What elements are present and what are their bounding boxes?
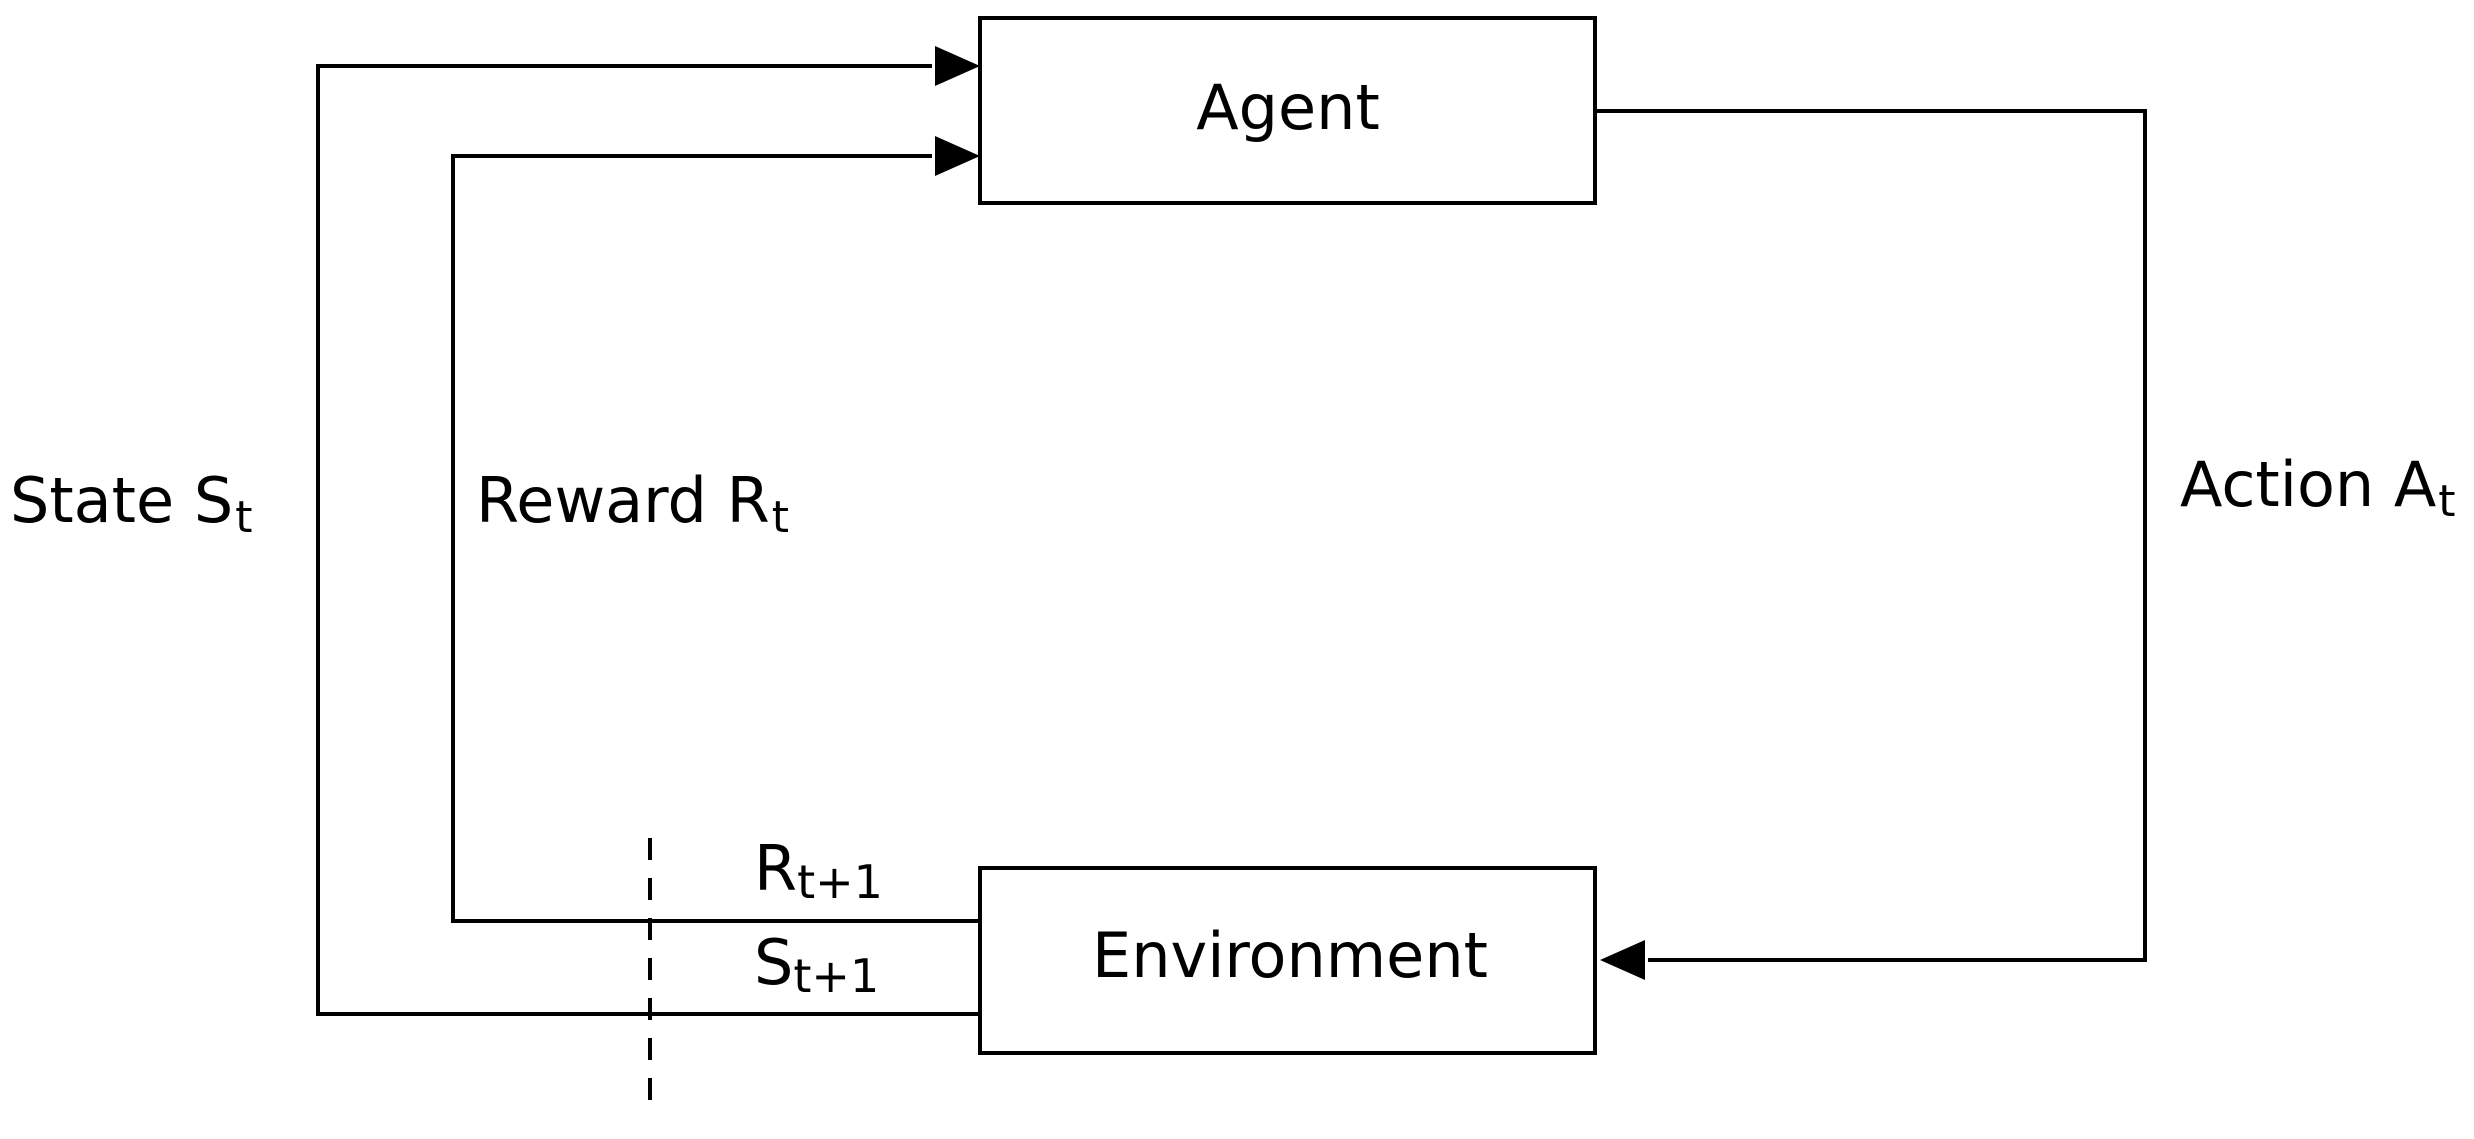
state-arrowhead — [935, 46, 980, 86]
action-label: Action At — [2180, 448, 2456, 527]
reward-label-main: Reward R — [476, 464, 770, 537]
agent-label: Agent — [1196, 71, 1380, 144]
reward-label: Reward Rt — [476, 464, 789, 543]
next-reward-label: Rt+1 — [754, 832, 883, 909]
state-label: State St — [10, 464, 252, 543]
action-label-subscript: t — [2438, 476, 2455, 527]
reward-label-subscript: t — [772, 492, 789, 543]
environment-label: Environment — [1092, 919, 1488, 992]
state-label-main: State S — [10, 464, 233, 537]
next-state-subscript: t+1 — [793, 949, 879, 1003]
reward-arrowhead — [935, 136, 980, 176]
action-arrowhead — [1600, 940, 1645, 980]
environment-box — [978, 866, 1597, 1055]
agent-box — [978, 16, 1597, 205]
next-state-main: S — [754, 926, 793, 999]
reward-connector — [451, 154, 980, 923]
next-state-label: St+1 — [754, 926, 879, 1003]
state-label-subscript: t — [235, 492, 252, 543]
action-connector — [1595, 109, 2147, 962]
next-reward-main: R — [754, 832, 797, 905]
next-reward-subscript: t+1 — [797, 855, 883, 909]
action-label-main: Action A — [2180, 448, 2436, 521]
